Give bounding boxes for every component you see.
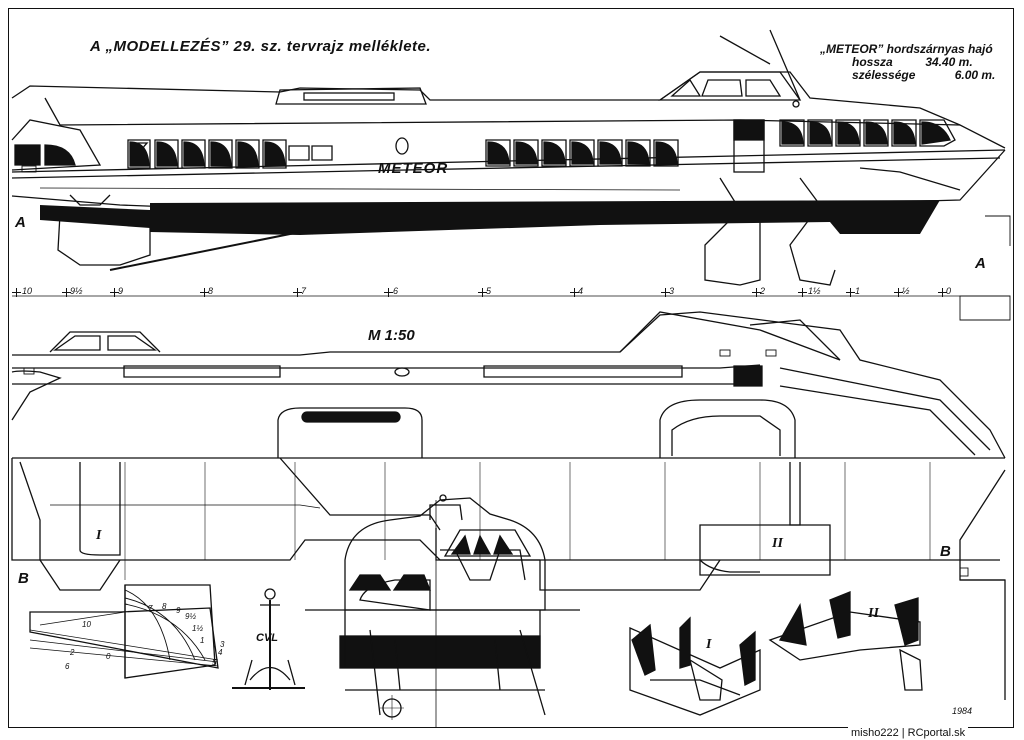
body-plan-number: 9	[176, 606, 181, 615]
foil-label-rear-iso: II	[868, 606, 879, 621]
cwl-label: CVL	[256, 632, 278, 644]
foil-isometric-front	[629, 616, 761, 716]
station-label: 5	[486, 286, 492, 296]
scale-label: M 1:50	[368, 327, 415, 344]
station-tick	[62, 288, 71, 297]
body-plan-number: 6	[65, 662, 70, 671]
body-plan	[29, 584, 219, 679]
spec-length-label: hossza	[852, 55, 893, 69]
body-plan-number: 4	[218, 648, 223, 657]
drawing-frame	[8, 8, 1014, 728]
station-label: 2	[760, 286, 766, 296]
body-plan-number: 9½	[185, 612, 197, 621]
station-tick	[938, 288, 947, 297]
section-label-b-left: B	[18, 570, 29, 587]
anchor-drawing	[232, 588, 305, 690]
body-plan-number: 7	[148, 604, 153, 613]
station-label: 8	[208, 286, 214, 296]
station-label: 0	[946, 286, 952, 296]
station-label: 9½	[70, 286, 83, 296]
station-tick	[798, 288, 807, 297]
spec-length: hossza 34.40 m.	[852, 55, 973, 69]
signature-date: 1984	[952, 706, 973, 716]
body-plan-number: 8	[162, 602, 167, 611]
body-plan-number: 1	[200, 636, 205, 645]
spec-width-value: 6.00 m.	[954, 68, 996, 82]
station-tick	[293, 288, 302, 297]
station-tick	[661, 288, 670, 297]
station-tick	[478, 288, 487, 297]
detail-marks	[21, 165, 1011, 577]
station-label: 7	[301, 286, 307, 296]
station-tick	[200, 288, 209, 297]
station-tick	[846, 288, 855, 297]
spec-length-value: 34.40 m.	[925, 55, 973, 69]
station-tick	[570, 288, 579, 297]
front-section-view	[305, 494, 580, 728]
station-tick	[12, 288, 21, 297]
top-view	[11, 311, 1006, 700]
station-label: 6	[393, 286, 399, 296]
hull-dark-stern	[40, 205, 150, 228]
section-label-a-left: A	[15, 214, 26, 231]
spec-width-label: szélessége	[852, 68, 916, 82]
hull-dark-band	[150, 200, 940, 235]
foil-label-rear-plan: II	[772, 536, 783, 551]
station-label: 1½	[808, 286, 821, 296]
station-tick	[752, 288, 761, 297]
section-label-b-right: B	[940, 543, 951, 560]
foil-label-front-plan: I	[96, 528, 102, 543]
station-label: 10	[22, 286, 33, 296]
station-label: ½	[902, 286, 910, 296]
section-label-a-right: A	[975, 255, 986, 272]
side-elevation	[11, 29, 1006, 286]
station-tick	[110, 288, 119, 297]
side-windows	[14, 119, 956, 169]
body-plan-number: 5	[212, 658, 217, 667]
station-label: 9	[118, 286, 124, 296]
station-label: 4	[578, 286, 584, 296]
spec-heading: „METEOR” hordszárnyas hajó	[820, 42, 993, 56]
body-plan-number: 1½	[192, 624, 204, 633]
station-tick	[384, 288, 393, 297]
drawing-title: A „MODELLEZÉS” 29. sz. tervrajz mellékle…	[90, 38, 432, 55]
foil-label-front-iso: I	[706, 637, 712, 652]
hull-name: METEOR	[378, 160, 449, 177]
spec-width: szélessége 6.00 m.	[852, 68, 995, 82]
body-plan-number: 2	[70, 648, 75, 657]
body-plan-number: 3	[220, 640, 225, 649]
station-label: 3	[669, 286, 675, 296]
foil-isometric-rear	[768, 591, 923, 691]
body-plan-number: 0	[106, 652, 111, 661]
watermark: misho222 | RCportal.sk	[848, 727, 969, 739]
station-tick	[894, 288, 903, 297]
porthole	[395, 137, 409, 155]
body-plan-number: 10	[82, 620, 91, 629]
station-label: 1	[855, 286, 861, 296]
